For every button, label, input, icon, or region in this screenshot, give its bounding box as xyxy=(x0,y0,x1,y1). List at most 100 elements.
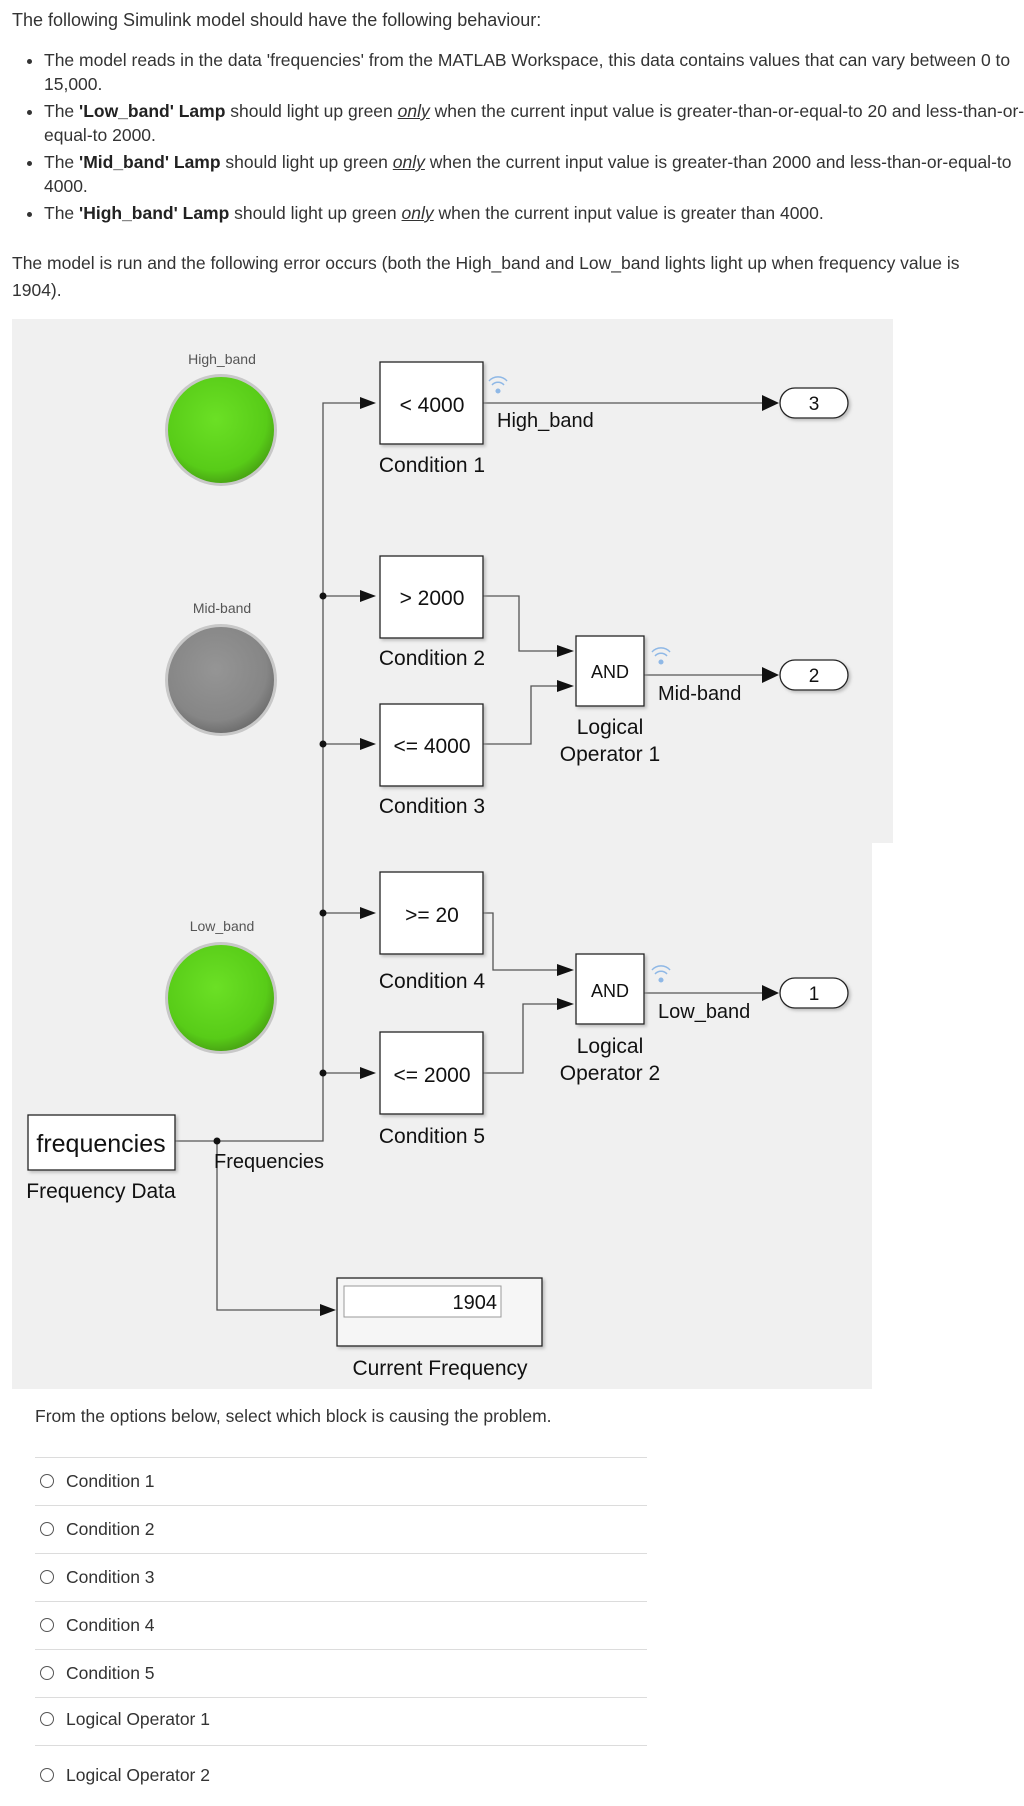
behaviour-item: The 'Low_band' Lamp should light up gree… xyxy=(44,99,1024,147)
arrow-icon xyxy=(360,397,376,409)
frequency-bus-line xyxy=(175,402,360,1142)
option-condition-5[interactable]: Condition 5 xyxy=(35,1649,647,1697)
mid-band-signal-label: Mid-band xyxy=(658,683,741,705)
wire-c2-to-and1 xyxy=(483,595,560,652)
arrow-icon xyxy=(557,680,574,692)
outport-body xyxy=(779,977,849,1009)
signal-logging-icon xyxy=(488,376,508,394)
arrow-icon xyxy=(557,964,574,976)
condition-2-block: > 2000 Condition 2 xyxy=(379,555,485,670)
bullet-emphasis: only xyxy=(392,152,425,172)
block-name: Operator 2 xyxy=(560,1062,660,1085)
block-name: Condition 3 xyxy=(379,795,485,818)
block-body xyxy=(379,703,484,787)
bullet-text: when the current input value is greater-… xyxy=(44,152,1012,196)
condition-3-block: <= 4000 Condition 3 xyxy=(379,703,485,818)
lamp-label: Low_band xyxy=(190,918,255,934)
block-operator: AND xyxy=(591,662,629,682)
option-logical-operator-2[interactable]: Logical Operator 2 xyxy=(35,1745,647,1802)
option-label[interactable]: Condition 5 xyxy=(66,1663,155,1683)
option-label[interactable]: Logical Operator 2 xyxy=(66,1765,210,1785)
wire-c3-to-and1 xyxy=(483,685,560,745)
source-variable: frequencies xyxy=(36,1130,165,1158)
display-value: 1904 xyxy=(453,1292,498,1314)
arrow-icon xyxy=(762,985,779,1001)
block-expression: >= 20 xyxy=(405,904,459,927)
bullet-text: The xyxy=(44,101,80,121)
behaviour-item: The model reads in the data 'frequencies… xyxy=(44,48,1024,96)
bullet-bold: 'High_band' Lamp xyxy=(79,203,230,223)
arrow-icon xyxy=(320,1304,336,1316)
option-label[interactable]: Condition 3 xyxy=(66,1567,155,1587)
arrow-icon xyxy=(360,1067,376,1079)
arrow-icon xyxy=(557,998,574,1010)
option-label[interactable]: Condition 2 xyxy=(66,1519,155,1539)
option-condition-3[interactable]: Condition 3 xyxy=(35,1553,647,1601)
branch-points xyxy=(213,592,327,1145)
option-logical-operator-1[interactable]: Logical Operator 1 xyxy=(35,1697,647,1745)
question-intro: The following Simulink model should have… xyxy=(12,10,542,30)
signal-lines xyxy=(175,402,762,1311)
block-name: Operator 1 xyxy=(560,743,660,766)
radio-button[interactable] xyxy=(40,1666,54,1680)
branch-dot xyxy=(213,1137,221,1145)
arrowheads xyxy=(320,395,779,1316)
behaviour-list: The model reads in the data 'frequencies… xyxy=(18,48,1024,228)
bullet-bold: 'Mid_band' Lamp xyxy=(79,152,221,172)
bullet-text: should light up green xyxy=(220,152,393,172)
arrow-icon xyxy=(762,395,779,411)
option-condition-1[interactable]: Condition 1 xyxy=(35,1457,647,1505)
radio-button[interactable] xyxy=(40,1618,54,1632)
frequency-data-source-block: frequencies Frequency Data xyxy=(26,1114,176,1203)
option-condition-4[interactable]: Condition 4 xyxy=(35,1601,647,1649)
block-name: Condition 2 xyxy=(379,647,485,670)
option-label[interactable]: Condition 1 xyxy=(66,1471,155,1491)
branch-dot xyxy=(319,592,327,600)
display-value-field xyxy=(343,1285,502,1318)
bullet-text: should light up green xyxy=(225,101,398,121)
block-body xyxy=(379,871,484,955)
branch-dot xyxy=(319,1069,327,1077)
block-body xyxy=(27,1114,176,1171)
radio-button[interactable] xyxy=(40,1570,54,1584)
outport-3: 3 xyxy=(779,387,849,419)
option-label[interactable]: Logical Operator 1 xyxy=(66,1709,210,1729)
bullet-text: The xyxy=(44,152,80,172)
wire-c4-to-and2 xyxy=(483,912,560,971)
signal-logging-icon xyxy=(651,965,671,983)
radio-button[interactable] xyxy=(40,1712,54,1726)
logical-operator-1-block: AND Logical Operator 1 xyxy=(560,635,660,766)
arrow-icon xyxy=(557,645,574,657)
outport-number: 2 xyxy=(809,666,820,687)
radio-button[interactable] xyxy=(40,1474,54,1488)
radio-button[interactable] xyxy=(40,1522,54,1536)
block-body xyxy=(575,953,645,1025)
mid-band-lamp: Mid-band xyxy=(165,600,277,736)
low-band-lamp: Low_band xyxy=(165,918,277,1054)
high-band-lamp: High_band xyxy=(165,351,277,486)
outport-body xyxy=(779,659,849,691)
condition-5-block: <= 2000 Condition 5 xyxy=(379,1031,485,1148)
lamp-light xyxy=(168,377,274,483)
current-frequency-display-block: 1904 Current Frequency xyxy=(336,1277,543,1380)
block-body xyxy=(575,635,645,707)
block-name: Frequency Data xyxy=(26,1180,176,1203)
bullet-text: when the current input value is greater-… xyxy=(44,101,1024,145)
block-name: Logical xyxy=(577,1035,644,1058)
error-description: The model is run and the following error… xyxy=(12,253,960,300)
bullet-text: should light up green xyxy=(229,203,402,223)
behaviour-item: The 'High_band' Lamp should light up gre… xyxy=(44,201,1024,225)
model-canvas xyxy=(12,319,893,1389)
arrow-icon xyxy=(762,667,779,683)
lamp-light xyxy=(168,627,274,733)
block-body xyxy=(379,361,484,445)
high-band-signal-label: High_band xyxy=(497,410,594,432)
option-condition-2[interactable]: Condition 2 xyxy=(35,1505,647,1553)
frequencies-signal-label: Frequencies xyxy=(214,1151,324,1173)
radio-button[interactable] xyxy=(40,1768,54,1782)
block-name: Condition 4 xyxy=(379,970,486,993)
block-body xyxy=(379,555,484,639)
option-label[interactable]: Condition 4 xyxy=(66,1615,155,1635)
signal-logging-icon xyxy=(651,647,671,665)
